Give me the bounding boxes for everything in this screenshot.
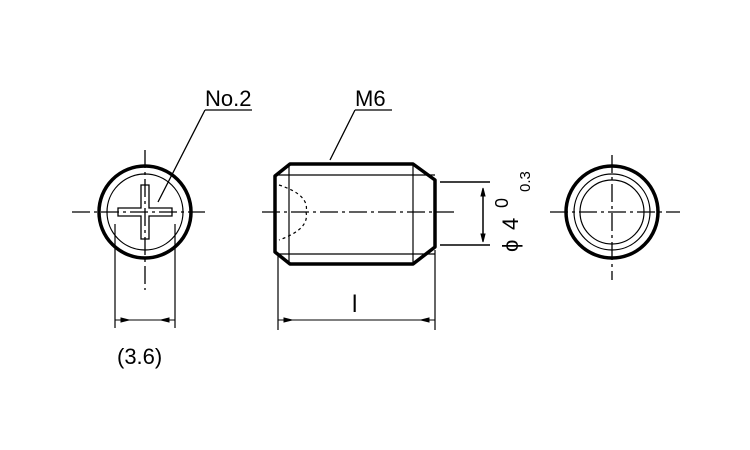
diameter-value: 4 [498,218,523,230]
width-label: (3.6) [117,344,162,369]
side-view [262,109,490,330]
thread-label: M6 [355,86,386,111]
cross-recess-icon [117,184,173,240]
recess-label: No.2 [205,86,251,111]
tolerance-upper: 0 [492,198,512,208]
length-label: l [352,291,357,318]
end-view-right [550,155,680,280]
diameter-symbol: ϕ [498,240,523,252]
end-view-left [72,109,252,328]
tolerance-lower: 0.3 [517,171,534,192]
